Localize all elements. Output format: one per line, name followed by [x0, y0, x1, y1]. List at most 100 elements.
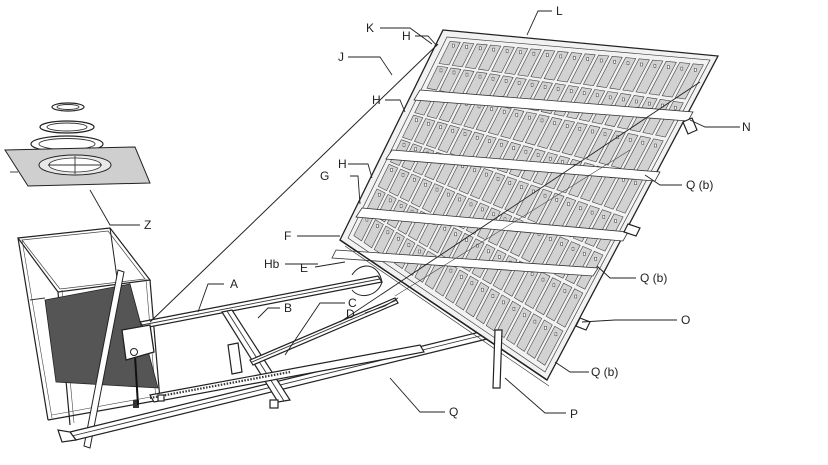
cell-tab: [487, 249, 490, 254]
label-Qb-2: Q (b): [640, 271, 667, 285]
cell-tab: [536, 153, 540, 157]
drive-motor: [121, 324, 155, 361]
solar-cell: [451, 42, 475, 68]
cell-tab: [553, 121, 556, 125]
solar-cell: [524, 114, 550, 146]
cell-tab: [512, 307, 516, 311]
cell-tab: [560, 242, 563, 246]
cell-tab: [481, 207, 484, 212]
counterweight-mirror: [44, 283, 159, 389]
cell-tab: [481, 287, 484, 292]
cell-tab: [517, 81, 521, 85]
cell-tab: [543, 85, 547, 89]
solar-cell: [535, 277, 562, 316]
cell-tab: [571, 247, 575, 251]
cell-tab: [397, 236, 400, 241]
cell-tab: [583, 252, 586, 256]
cell-tab: [530, 272, 534, 276]
cell-tab: [424, 182, 427, 187]
label-C: C: [348, 296, 357, 310]
solar-cell: [674, 63, 704, 100]
cell-tab: [603, 132, 607, 137]
cell-tab: [654, 143, 657, 148]
cell-tab: [460, 275, 463, 279]
cell-tab: [465, 45, 468, 49]
cell-tab: [478, 74, 482, 79]
cell-tab: [634, 181, 637, 185]
cell-tab: [502, 300, 505, 305]
cell-tab: [390, 168, 393, 172]
cell-tab: [492, 212, 495, 217]
solar-cell: [425, 121, 448, 149]
cell-tab: [565, 124, 569, 128]
cell-tab: [439, 125, 442, 129]
cell-tab: [465, 238, 468, 242]
solar-cell: [512, 111, 538, 143]
cell-tab: [555, 198, 559, 202]
label-O: O: [681, 313, 690, 327]
cell-tab: [443, 226, 447, 231]
label-Q: Q: [449, 405, 458, 419]
cell-tab: [563, 289, 567, 293]
cell-tab: [427, 121, 430, 126]
solar-cell: [504, 47, 529, 75]
cell-tab: [532, 51, 536, 56]
cell-tab: [485, 172, 488, 177]
label-Qb-1: Q (b): [686, 178, 713, 192]
cell-tab: [452, 70, 456, 75]
cell-tab: [447, 192, 450, 197]
cell-tab: [475, 135, 479, 140]
counterweight-cage: [16, 227, 161, 449]
cell-tab: [543, 193, 547, 198]
cell-tab: [478, 46, 482, 51]
cell-tab: [591, 129, 594, 134]
cell-tab: [490, 107, 493, 111]
turntable-exploded-view: [4, 102, 151, 187]
cell-tab: [599, 58, 603, 63]
cell-tab: [505, 49, 509, 53]
cell-tab: [567, 202, 570, 206]
solar-cell: [556, 288, 584, 328]
cell-tab: [458, 197, 461, 202]
solar-cell: [517, 48, 542, 77]
cell-tab: [546, 53, 549, 57]
leader-lines: [89, 10, 740, 414]
solar-cell: [402, 114, 424, 141]
cell-tab: [508, 181, 512, 185]
solar-cell: [561, 122, 588, 156]
cell-tab: [451, 128, 455, 133]
cell-tab: [399, 204, 403, 208]
cell-tab: [515, 113, 519, 117]
cell-tab: [402, 143, 406, 147]
solar-cell: [582, 54, 610, 87]
cell-tab: [613, 60, 616, 64]
label-H-left: H: [338, 157, 347, 171]
cell-tab: [503, 217, 507, 222]
cell-tab: [552, 283, 556, 287]
solar-cell: [661, 62, 691, 98]
cell-tab: [540, 118, 544, 123]
label-J: J: [338, 50, 344, 64]
label-L: L: [556, 4, 563, 18]
cell-tab: [640, 62, 643, 67]
cell-tab: [365, 217, 369, 222]
cell-tab: [594, 257, 597, 261]
cell-tab: [641, 140, 645, 145]
solar-cell: [556, 52, 583, 83]
cell-tab: [653, 64, 657, 68]
cell-tab: [667, 65, 670, 69]
cell-tab: [401, 173, 405, 177]
cell-tab: [470, 281, 474, 286]
solar-cell: [530, 49, 556, 79]
cell-tab: [541, 277, 545, 282]
cell-tab: [500, 142, 503, 147]
solar-cell: [426, 65, 449, 91]
cell-tab: [524, 149, 528, 154]
solar-cell: [609, 57, 637, 90]
cell-tab: [488, 139, 491, 143]
solar-cell: [598, 130, 626, 166]
cell-tab: [418, 249, 421, 254]
cell-tab: [491, 76, 495, 81]
cell-tab: [454, 232, 457, 237]
